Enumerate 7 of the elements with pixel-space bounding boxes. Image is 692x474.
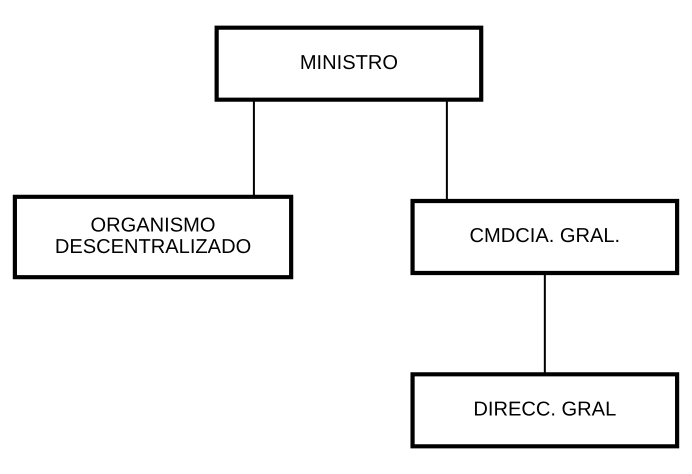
node-box: CMDCIA. GRAL. [410,198,680,276]
node-box: MINISTRO [214,26,484,102]
node-box: DIRECC. GRAL [410,372,680,448]
connector [544,273,546,374]
connector [446,100,448,201]
node-box: ORGANISMO DESCENTRALIZADO [12,194,294,280]
connector [252,100,255,196]
